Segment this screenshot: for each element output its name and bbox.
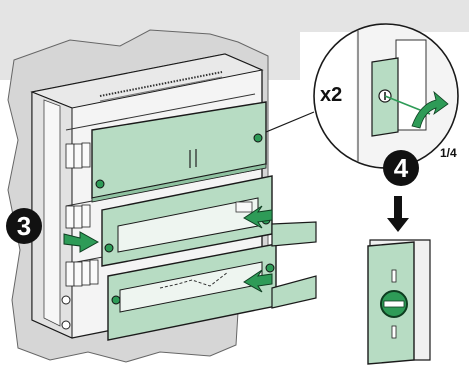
push-arrow-icon [63, 205, 273, 293]
quarter-turn-screw-icon[interactable] [111, 295, 121, 305]
rotate-arrow-icon [411, 90, 449, 129]
step-4-badge: 4 [383, 150, 419, 186]
breaker-modules [65, 142, 99, 287]
quarter-turn-screw-icon[interactable] [104, 243, 114, 253]
quarter-turn-screw-icon[interactable] [95, 179, 105, 189]
quantity-label: x2 [320, 84, 343, 106]
quarter-turn-screw-icon[interactable] [253, 133, 263, 143]
blank-strip-upper[interactable] [271, 221, 317, 247]
arrow-down-icon [387, 196, 409, 232]
cover-plate-top[interactable] [91, 101, 267, 203]
detail-callout [265, 23, 459, 169]
cover-plate-middle[interactable] [101, 175, 273, 267]
quarter-turn-screw-icon[interactable] [265, 263, 275, 273]
blank-strip-lower[interactable] [271, 275, 317, 309]
rotation-label: 1/4 [440, 146, 457, 160]
plate-detail [367, 239, 431, 365]
cover-plate-bottom[interactable] [107, 243, 277, 341]
step-3-badge: 3 [6, 208, 42, 244]
